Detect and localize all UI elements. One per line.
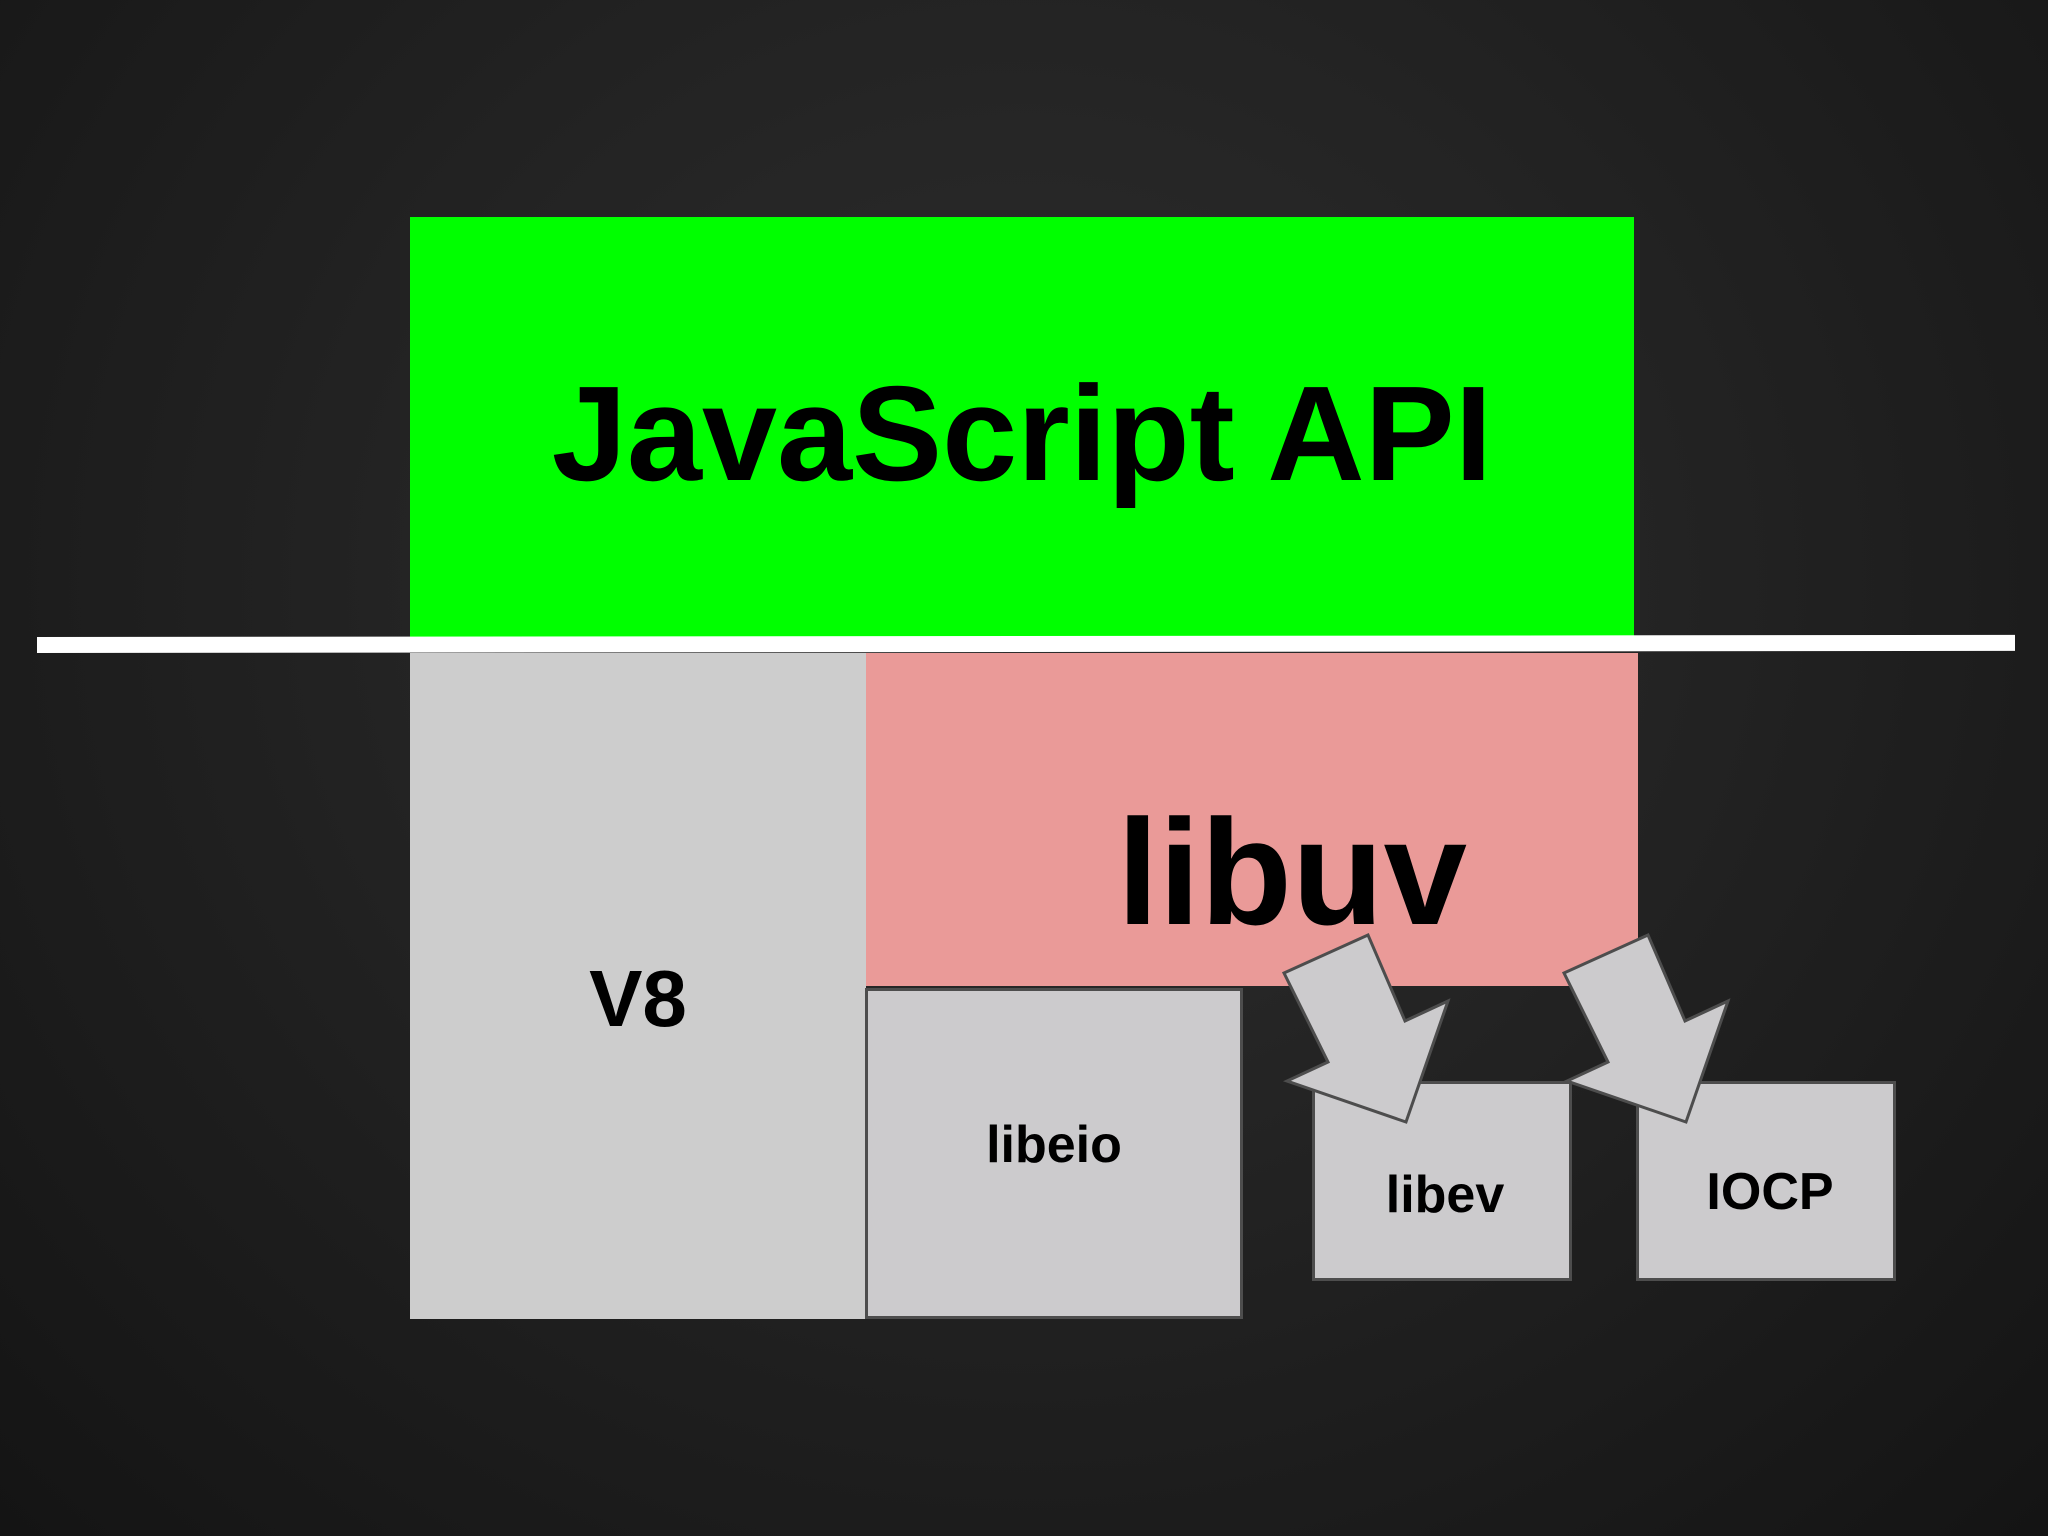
libeio-box: libeio: [865, 988, 1243, 1319]
libuv-box: libuv: [866, 653, 1638, 986]
javascript-api-label: JavaScript API: [551, 357, 1493, 509]
v8-box: V8: [410, 653, 866, 1319]
javascript-api-box: JavaScript API: [410, 217, 1634, 643]
libev-box: libev: [1312, 1081, 1572, 1281]
v8-label: V8: [589, 954, 687, 1043]
libuv-label: libuv: [1116, 788, 1468, 956]
libeio-label: libeio: [986, 1116, 1122, 1174]
libev-label: libev: [1385, 1166, 1505, 1224]
iocp-box: IOCP: [1636, 1081, 1896, 1281]
layer-divider-line: [36, 634, 2016, 653]
iocp-label: IOCP: [1706, 1163, 1834, 1221]
